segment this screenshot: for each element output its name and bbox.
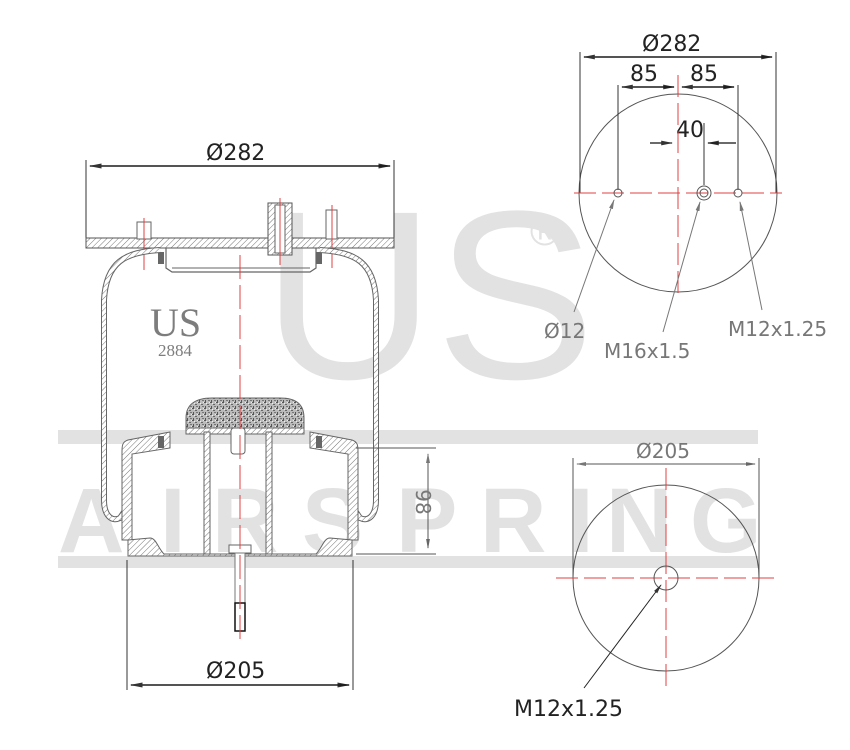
stud-hole (733, 188, 743, 198)
svg-text:I: I (160, 470, 186, 572)
piston-rib (203, 431, 211, 555)
svg-text:N: N (606, 470, 672, 572)
model-number: 2884 (158, 341, 193, 360)
center-fitting-callout: M16x1.5 (604, 339, 690, 363)
bumper (185, 397, 305, 429)
piston-rib (265, 431, 273, 555)
center-offset-label: 40 (676, 118, 704, 143)
top-plate (85, 237, 395, 249)
svg-text:G: G (690, 470, 762, 572)
left-offset-label: 85 (630, 62, 658, 87)
piston-height-label: 98 (411, 489, 435, 514)
brand-logo: US (150, 300, 201, 345)
left-hole-callout: Ø12 (544, 319, 585, 343)
watermark: US ® A I R S P R I N G (58, 161, 762, 572)
bottom-view-diameter-label: Ø205 (636, 439, 690, 463)
seal (316, 252, 322, 264)
right-offset-label: 85 (690, 62, 718, 87)
piston-left-wall (121, 431, 171, 541)
center-bolt-hole (653, 565, 679, 591)
top-view: Ø282 85 85 40 Ø12 M16x1.5 M12x1.25 (544, 32, 827, 363)
piston-base (127, 537, 353, 557)
top-view-diameter-label: Ø282 (642, 32, 701, 57)
top-plate-dimension: Ø282 (85, 141, 395, 238)
seal (158, 252, 164, 264)
mounting-hole (613, 188, 623, 198)
watermark-band-bottom (58, 556, 758, 568)
watermark-us: US (262, 161, 595, 429)
bottom-view: Ø205 M12x1.25 (514, 439, 776, 722)
base-diameter-label: Ø205 (206, 659, 265, 684)
svg-text:I: I (568, 470, 594, 572)
right-stud-callout: M12x1.25 (728, 317, 827, 341)
registered-mark-icon: ® (530, 210, 559, 254)
air-fitting-port (696, 185, 712, 201)
piston-height-dimension: 98 (356, 447, 436, 555)
svg-text:R: R (480, 470, 546, 572)
svg-text:P: P (396, 470, 457, 572)
center-bolt-callout: M12x1.25 (514, 697, 623, 722)
side-view: Ø282 US 2884 (85, 141, 436, 690)
top-plate-diameter-label: Ø282 (206, 141, 265, 166)
base-diameter-dimension: Ø205 (126, 560, 354, 690)
